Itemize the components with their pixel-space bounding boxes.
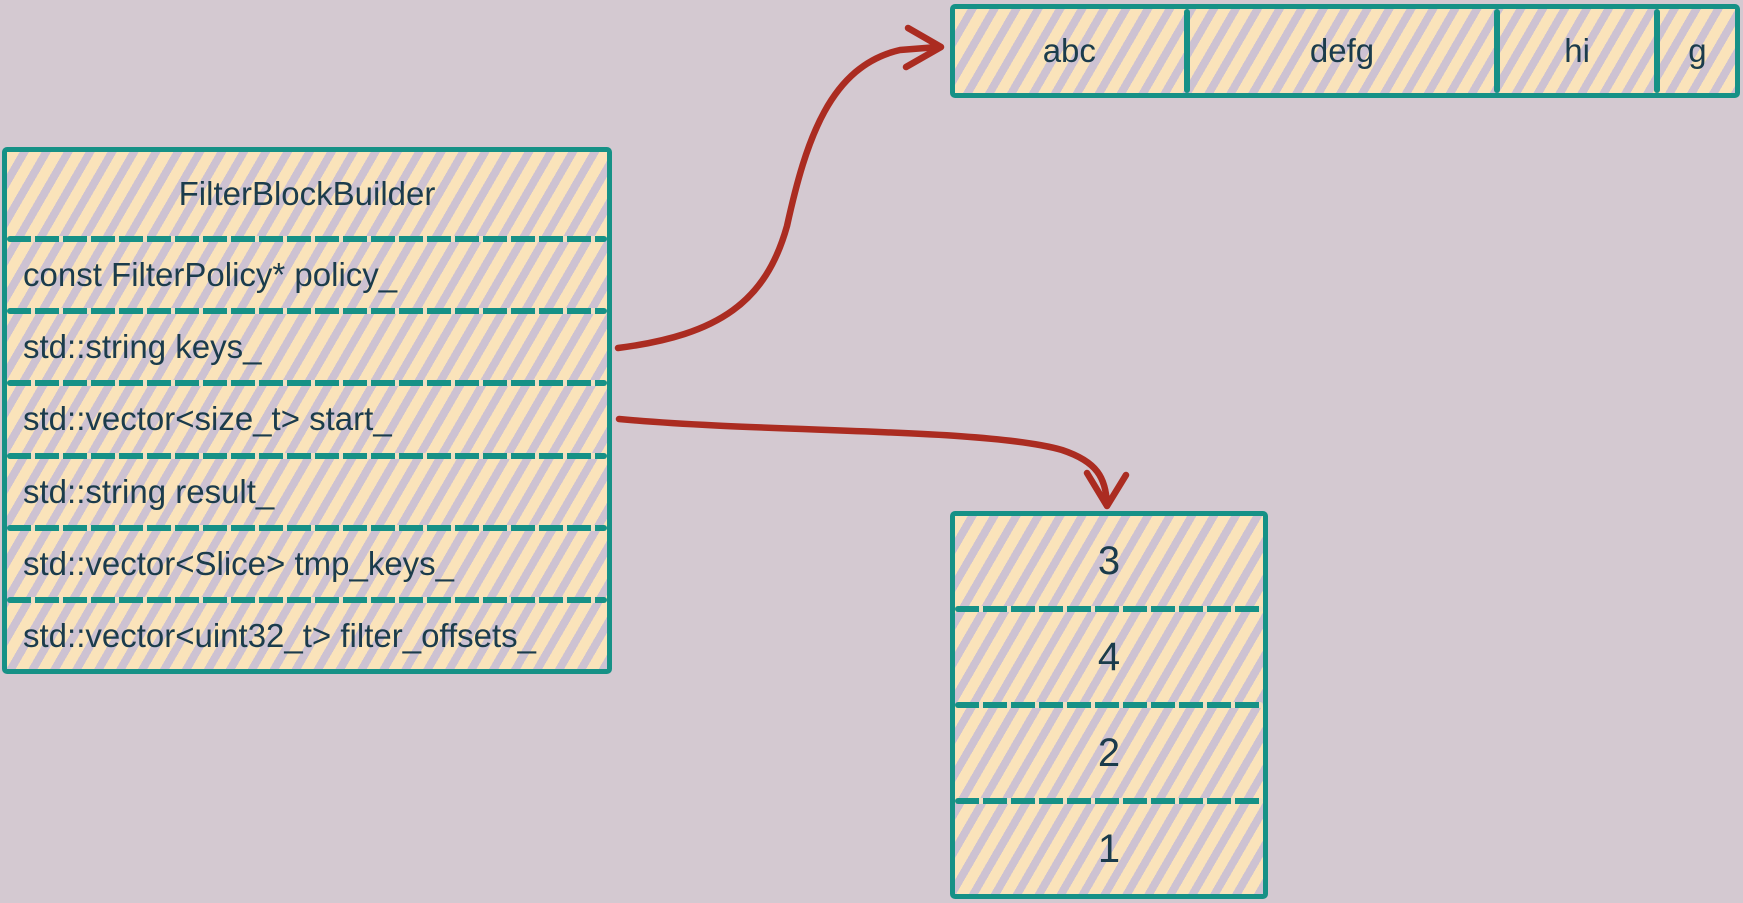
arrowhead-down-icon — [1083, 469, 1130, 510]
arrow-keys-to-keys-array[interactable] — [614, 24, 945, 352]
row-divider — [7, 524, 607, 531]
cell-divider — [955, 702, 1263, 708]
row-divider — [7, 236, 607, 242]
arrow-start-to-start-array[interactable] — [615, 415, 1130, 510]
row-divider — [7, 308, 607, 315]
keys-array-cell-label: abc — [1042, 32, 1096, 69]
cell-divider — [955, 798, 1263, 804]
start-array-cell-label: 4 — [1097, 634, 1121, 679]
arrowhead-right-icon — [902, 24, 945, 71]
field-label-keys: std::string keys_ — [23, 328, 262, 366]
keys-array-cell[interactable]: hi — [1500, 9, 1653, 93]
keys-array-cell[interactable]: abc — [955, 9, 1184, 93]
cell-divider — [1183, 9, 1190, 93]
field-label-policy: const FilterPolicy* policy_ — [23, 256, 398, 294]
field-row-start[interactable]: std::vector<size_t> start_ — [7, 386, 607, 452]
cell-divider — [955, 606, 1263, 612]
class-box-filterblockbuilder[interactable]: FilterBlockBuilder const FilterPolicy* p… — [2, 147, 612, 674]
row-divider — [7, 380, 607, 387]
field-row-filter-offsets[interactable]: std::vector<uint32_t> filter_offsets_ — [7, 603, 607, 669]
start-array-cell-label: 2 — [1097, 730, 1121, 775]
row-divider — [7, 596, 607, 603]
keys-array-cell-label: defg — [1309, 32, 1375, 69]
keys-array-cell-label: g — [1688, 32, 1707, 69]
field-row-tmp-keys[interactable]: std::vector<Slice> tmp_keys_ — [7, 531, 607, 597]
start-array-cell-label: 3 — [1097, 538, 1121, 583]
field-row-result[interactable]: std::string result_ — [7, 459, 607, 525]
row-divider — [7, 452, 607, 459]
cell-divider — [1494, 9, 1501, 93]
start-array-cell[interactable]: 4 — [955, 612, 1263, 702]
field-row-policy[interactable]: const FilterPolicy* policy_ — [7, 242, 607, 308]
field-label-filter-offsets: std::vector<uint32_t> filter_offsets_ — [23, 616, 537, 654]
start-array-cell[interactable]: 1 — [955, 804, 1263, 894]
keys-array-cell-label: hi — [1564, 32, 1590, 69]
field-label-tmp-keys: std::vector<Slice> tmp_keys_ — [23, 544, 455, 582]
field-label-start: std::vector<size_t> start_ — [23, 400, 392, 438]
class-box-title: FilterBlockBuilder — [178, 175, 436, 212]
start-array-box[interactable]: 3 4 2 1 — [950, 511, 1268, 899]
start-array-cell[interactable]: 2 — [955, 708, 1263, 798]
start-array-cell-label: 1 — [1097, 826, 1121, 871]
field-row-keys[interactable]: std::string keys_ — [7, 314, 607, 380]
class-box-title-row[interactable]: FilterBlockBuilder — [7, 152, 607, 236]
keys-array-cell[interactable]: g — [1660, 9, 1735, 93]
field-label-result: std::string result_ — [23, 472, 275, 510]
keys-array-cell[interactable]: defg — [1190, 9, 1495, 93]
start-array-cell[interactable]: 3 — [955, 516, 1263, 606]
keys-array-box[interactable]: abc defg hi g — [950, 4, 1740, 98]
cell-divider — [1653, 9, 1660, 93]
